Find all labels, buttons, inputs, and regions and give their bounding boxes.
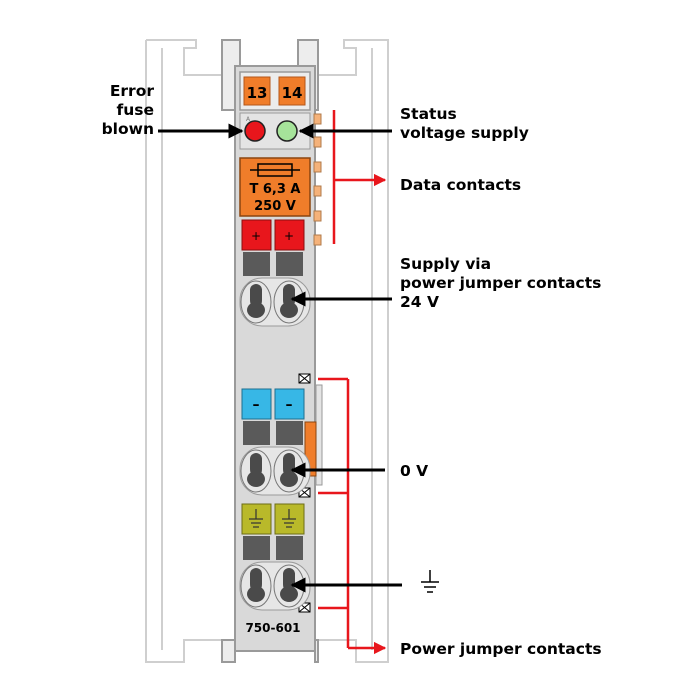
ghost-housing-right <box>317 39 389 663</box>
label-24v-line: 24 V <box>400 293 439 311</box>
minus-sign-right: – <box>286 397 293 413</box>
label-zero-volt: 0 V <box>400 462 429 480</box>
label-power-jumper: Power jumper contacts <box>400 640 602 658</box>
spring-openings-ground <box>239 561 311 611</box>
label-error-fuse: Error fuse blown <box>60 82 154 139</box>
spring-openings-24v <box>239 277 311 327</box>
label-voltage-supply-line: voltage supply <box>400 124 529 142</box>
label-data-contacts: Data contacts <box>400 176 522 194</box>
terminal-14 <box>278 76 306 106</box>
label-power-jumper-contacts-line: power jumper contacts <box>400 274 602 292</box>
supply-plus-clamps: + + <box>241 219 305 276</box>
ground-clamp-icon-left <box>249 509 263 528</box>
terminal-13-label: 13 <box>247 84 268 102</box>
label-error-line: Error <box>109 82 154 100</box>
module-model-number: 750-601 <box>245 621 300 635</box>
error-led <box>244 120 266 142</box>
housing-bottom-profile <box>221 639 319 663</box>
ghost-housing-left <box>145 39 223 663</box>
ground-clamps <box>241 503 305 560</box>
fuse-holder: T 6,3 A 250 V <box>239 157 311 217</box>
terminal-13 <box>243 76 271 106</box>
label-supply-via-line: Supply via <box>400 255 492 273</box>
plus-sign-right: + <box>284 229 294 243</box>
label-status-supply: Status voltage supply <box>400 105 529 143</box>
jumper-contact-orange <box>304 421 317 477</box>
status-led <box>276 120 298 142</box>
label-fuse-line: fuse <box>116 101 154 119</box>
plus-sign-left: + <box>251 229 261 243</box>
terminal-block-top: 13 14 <box>239 71 311 111</box>
led-a-label: A <box>246 116 251 123</box>
supply-minus-clamps: – – <box>241 388 305 445</box>
data-contact-pins <box>313 113 322 246</box>
label-blown-line: blown <box>101 120 154 138</box>
label-arrows <box>158 123 402 593</box>
label-supply-jumper: Supply via power jumper contacts 24 V <box>400 255 601 312</box>
minus-sign-left: – <box>253 397 260 413</box>
terminal-14-label: 14 <box>282 84 303 102</box>
power-jumper-bracket <box>318 377 387 655</box>
fuse-voltage: 250 V <box>254 199 296 214</box>
ground-clamp-icon-right <box>282 509 296 528</box>
led-panel: A <box>239 112 311 150</box>
fuse-rating: T 6,3 A <box>249 182 300 197</box>
label-status-line: Status <box>400 105 457 123</box>
ground-icon <box>421 570 439 593</box>
